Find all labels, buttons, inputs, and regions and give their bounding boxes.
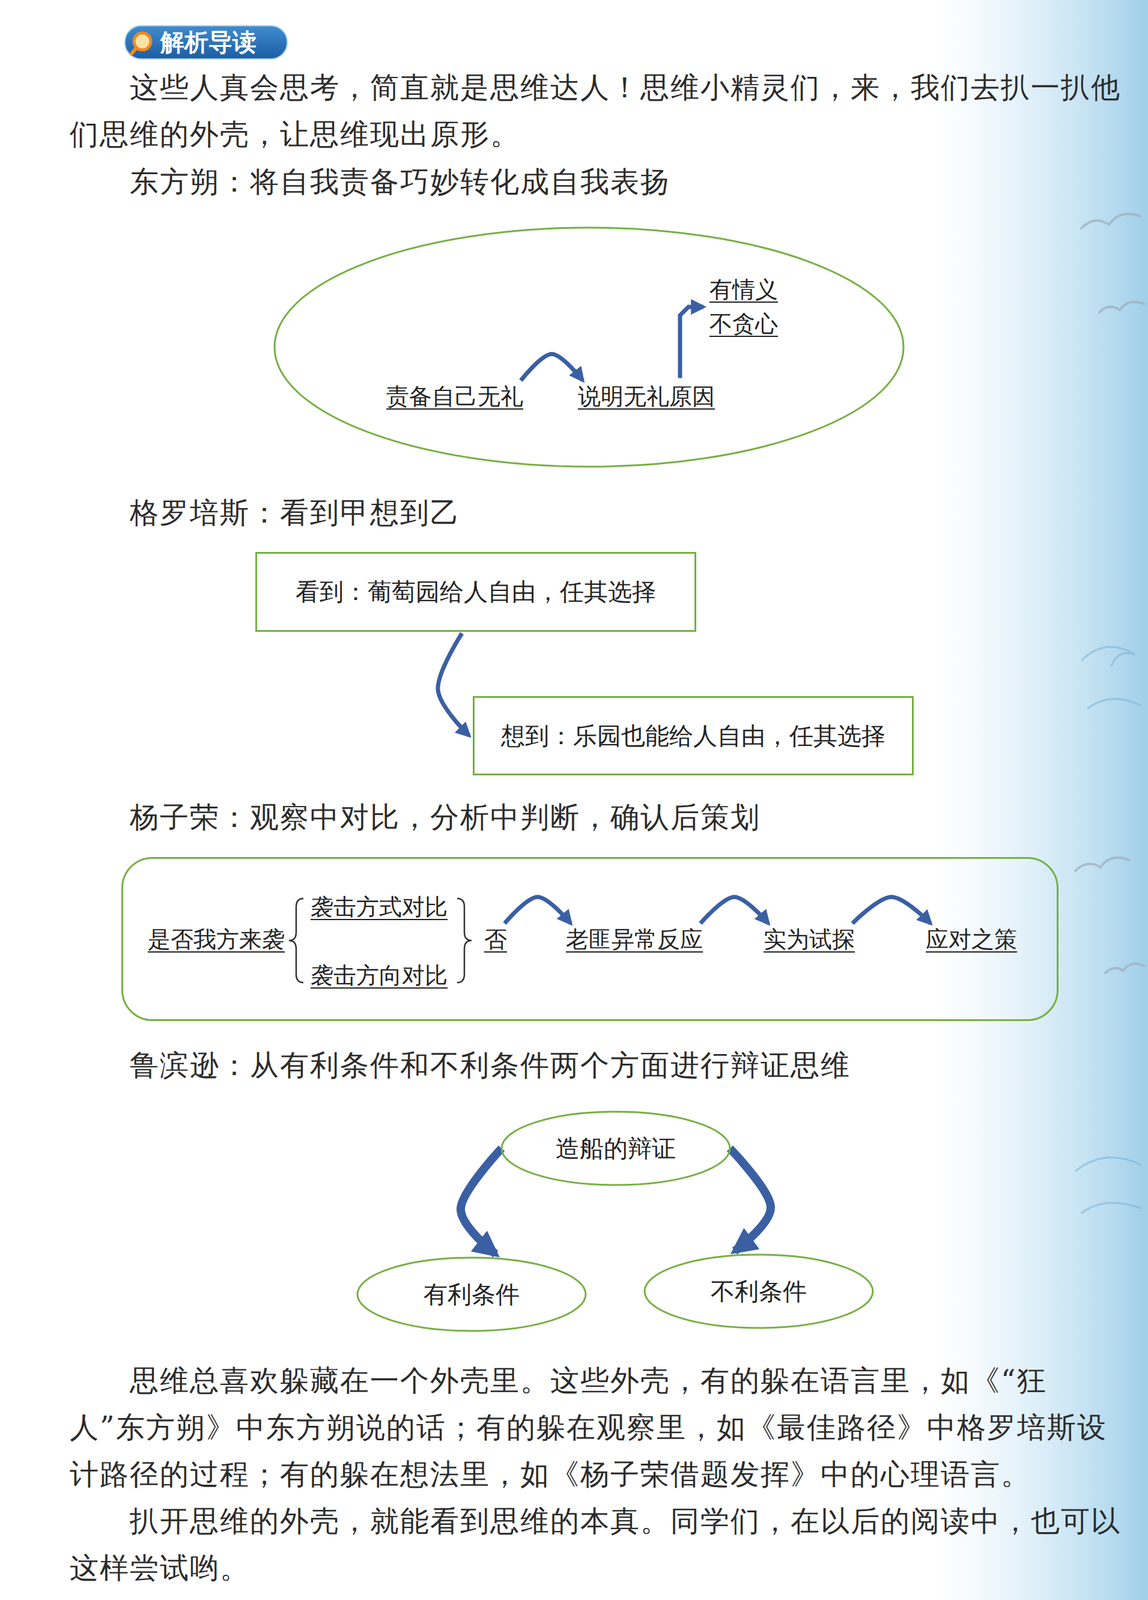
group-rounded-box: 是否我方来袭袭击方式对比袭击方向对比否 老匪异常反应 实为试探 应对之策: [121, 857, 1059, 1022]
node-text: 老匪异常反应: [563, 922, 706, 957]
section-heading: 东方朔：将自我责备巧妙转化成自我表扬: [129, 157, 1091, 205]
ellipse-node: 造船的辩证: [500, 1110, 732, 1187]
sea-gradient: [937, 0, 1148, 1600]
magnifier-icon: [129, 29, 157, 56]
flow-arrow: [460, 1148, 502, 1255]
step-text: 否: [481, 922, 510, 957]
flow-arrow: [437, 633, 470, 737]
section-heading: 格罗培斯：看到甲想到乙: [129, 488, 1091, 536]
node-text: 想到：乐园也能给人自由，任其选择: [501, 719, 886, 753]
step-text: 袭击方向对比: [308, 958, 450, 994]
node-text: 是否我方来袭: [145, 922, 288, 957]
node-text: 应对之策: [923, 922, 1020, 957]
step-text: 责备自己无礼: [383, 379, 526, 414]
body-paragraph: 扒开思维的外壳，就能看到思维的本真。同学们，在以后的阅读中，也可以这样尝试哟。: [69, 1497, 1121, 1592]
node-text: 实为试探: [761, 922, 858, 957]
body-paragraph: 这些人真会思考，简直就是思维达人！思维小精灵们，来，我们去扒一扒他们思维的外壳，…: [69, 63, 1121, 158]
step-text: 说明无礼原因: [575, 379, 718, 414]
ellipse-node: 不利条件: [643, 1253, 875, 1330]
section-heading: 鲁滨逊：从有利条件和不利条件两个方面进行辩证思维: [129, 1041, 1091, 1089]
bird-silhouettes: [1075, 213, 1144, 974]
node-text: 否: [481, 922, 510, 957]
ellipse-outline: [273, 226, 905, 468]
node-text: 说明无礼原因: [575, 379, 718, 414]
flow-arrow: [852, 897, 931, 924]
node-text: 有利条件: [423, 1278, 520, 1312]
title-badge: 解析导读: [124, 25, 288, 60]
flow-arrow: [680, 306, 704, 379]
step-text: 是否我方来袭: [145, 922, 288, 957]
wave-curls: [1075, 646, 1142, 1214]
flow-arrow: [700, 897, 769, 924]
body-paragraph: 思维总喜欢躲藏在一个外壳里。这些外壳，有的躲在语言里，如《“狂人”东方朔》中东方…: [69, 1357, 1121, 1498]
node-text: 有情义: [707, 272, 781, 307]
step-text: 应对之策: [923, 922, 1020, 957]
step-text: 实为试探: [761, 922, 858, 957]
flow-arrow: [729, 1148, 771, 1252]
node-text: 袭击方向对比: [308, 958, 450, 994]
node-text: 责备自己无礼: [383, 379, 526, 414]
node-text: 看到：葡萄园给人自由，任其选择: [295, 575, 656, 609]
node-text: 造船的辩证: [555, 1132, 676, 1166]
step-text: 老匪异常反应: [563, 922, 706, 957]
step-text: 袭击方式对比: [308, 890, 450, 925]
section-heading: 杨子荣：观察中对比，分析中判断，确认后策划: [129, 793, 1091, 841]
node-text: 不利条件: [710, 1275, 807, 1309]
flow-arrow: [504, 897, 571, 924]
result-text: 有情义不贪心: [707, 272, 781, 342]
flow-arrow: [520, 354, 583, 381]
ellipse-node: 有利条件: [356, 1256, 587, 1333]
process-box: 想到：乐园也能给人自由，任其选择: [472, 696, 914, 776]
node-text: 不贪心: [707, 306, 781, 342]
process-box: 看到：葡萄园给人自由，任其选择: [255, 552, 697, 632]
node-text: 袭击方式对比: [308, 890, 450, 925]
group-ellipse: 责备自己无礼 说明无礼原因 有情义不贪心: [273, 226, 905, 468]
title-text: 解析导读: [125, 28, 257, 56]
